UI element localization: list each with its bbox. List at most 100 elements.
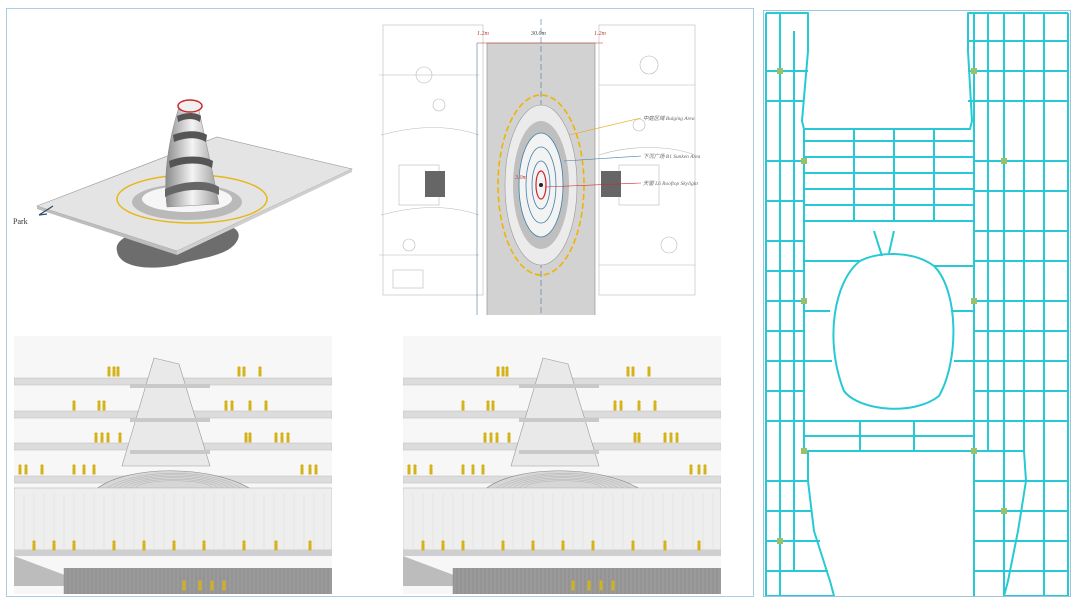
person-figure	[647, 366, 651, 377]
person-figure	[72, 400, 76, 411]
person-figure	[142, 540, 146, 551]
person-figure	[237, 366, 241, 377]
person-figure	[112, 540, 116, 551]
person-figure	[308, 464, 312, 475]
person-figure	[72, 540, 76, 551]
person-figure	[172, 540, 176, 551]
section-left	[14, 336, 332, 594]
person-figure	[100, 432, 104, 443]
person-figure	[248, 400, 252, 411]
person-figure	[116, 366, 120, 377]
person-figure	[619, 400, 623, 411]
person-figure	[495, 432, 499, 443]
person-figure	[286, 432, 290, 443]
person-figure	[441, 540, 445, 551]
dim-small: 3.0m	[515, 175, 527, 181]
person-figure	[264, 400, 268, 411]
person-figure	[501, 540, 505, 551]
person-figure	[505, 366, 509, 377]
person-figure	[663, 432, 667, 443]
person-figure	[697, 540, 701, 551]
structural-plan	[765, 12, 1069, 596]
person-figure	[531, 540, 535, 551]
person-figure	[40, 464, 44, 475]
person-figure	[481, 464, 485, 475]
person-figure	[107, 366, 111, 377]
person-figure	[697, 464, 701, 475]
person-figure	[611, 580, 615, 591]
person-figure	[626, 366, 630, 377]
person-figure	[591, 540, 595, 551]
person-figure	[82, 464, 86, 475]
person-figure	[429, 464, 433, 475]
person-figure	[633, 432, 637, 443]
person-figure	[182, 580, 186, 591]
person-figure	[106, 432, 110, 443]
dim-left: 1.2m	[477, 31, 489, 37]
person-figure	[461, 540, 465, 551]
annotation-skylight: 天窗 L6 Rooftop Skylight	[643, 181, 698, 187]
person-figure	[496, 366, 500, 377]
person-figure	[489, 432, 493, 443]
person-figure	[258, 366, 262, 377]
atrium-void	[510, 357, 600, 467]
sunken-hall	[403, 487, 721, 551]
person-figure	[637, 400, 641, 411]
person-figure	[97, 400, 101, 411]
site-plan	[379, 19, 696, 315]
person-figure	[112, 366, 116, 377]
person-figure	[280, 432, 284, 443]
park-label: Park	[13, 217, 28, 226]
person-figure	[118, 432, 122, 443]
person-figure	[224, 400, 228, 411]
person-figure	[274, 540, 278, 551]
person-figure	[222, 580, 226, 591]
yellow-dashed-outline	[497, 94, 585, 276]
atrium-void	[121, 357, 211, 467]
person-figure	[461, 464, 465, 475]
person-figure	[24, 464, 28, 475]
person-figure	[483, 432, 487, 443]
person-figure	[501, 366, 505, 377]
person-figure	[461, 400, 465, 411]
person-figure	[300, 464, 304, 475]
person-figure	[703, 464, 707, 475]
person-figure	[52, 540, 56, 551]
basement	[64, 568, 332, 594]
basement	[453, 568, 721, 594]
person-figure	[471, 464, 475, 475]
annotation-sunken: 下沉广场 B1 Sunken Area	[643, 154, 701, 160]
person-figure	[507, 432, 511, 443]
person-figure	[242, 366, 246, 377]
person-figure	[491, 400, 495, 411]
right-panel	[763, 10, 1071, 597]
person-figure	[675, 432, 679, 443]
red-skylight	[177, 99, 203, 113]
person-figure	[631, 366, 635, 377]
person-figure	[599, 580, 603, 591]
person-figure	[244, 432, 248, 443]
person-figure	[669, 432, 673, 443]
person-figure	[230, 400, 234, 411]
person-figure	[248, 432, 252, 443]
person-figure	[314, 464, 318, 475]
sunken-hall	[14, 487, 332, 551]
axonometric-view	[36, 99, 353, 268]
annotation-bulging: 中庭区域 Bulging Area	[643, 116, 695, 122]
section-right	[403, 336, 721, 594]
central-opening	[832, 253, 955, 410]
person-figure	[94, 432, 98, 443]
person-figure	[407, 464, 411, 475]
person-figure	[561, 540, 565, 551]
person-figure	[242, 540, 246, 551]
person-figure	[274, 432, 278, 443]
person-figure	[689, 464, 693, 475]
person-figure	[413, 464, 417, 475]
person-figure	[587, 580, 591, 591]
person-figure	[202, 540, 206, 551]
person-figure	[92, 464, 96, 475]
person-figure	[486, 400, 490, 411]
person-figure	[308, 540, 312, 551]
person-figure	[32, 540, 36, 551]
person-figure	[102, 400, 106, 411]
